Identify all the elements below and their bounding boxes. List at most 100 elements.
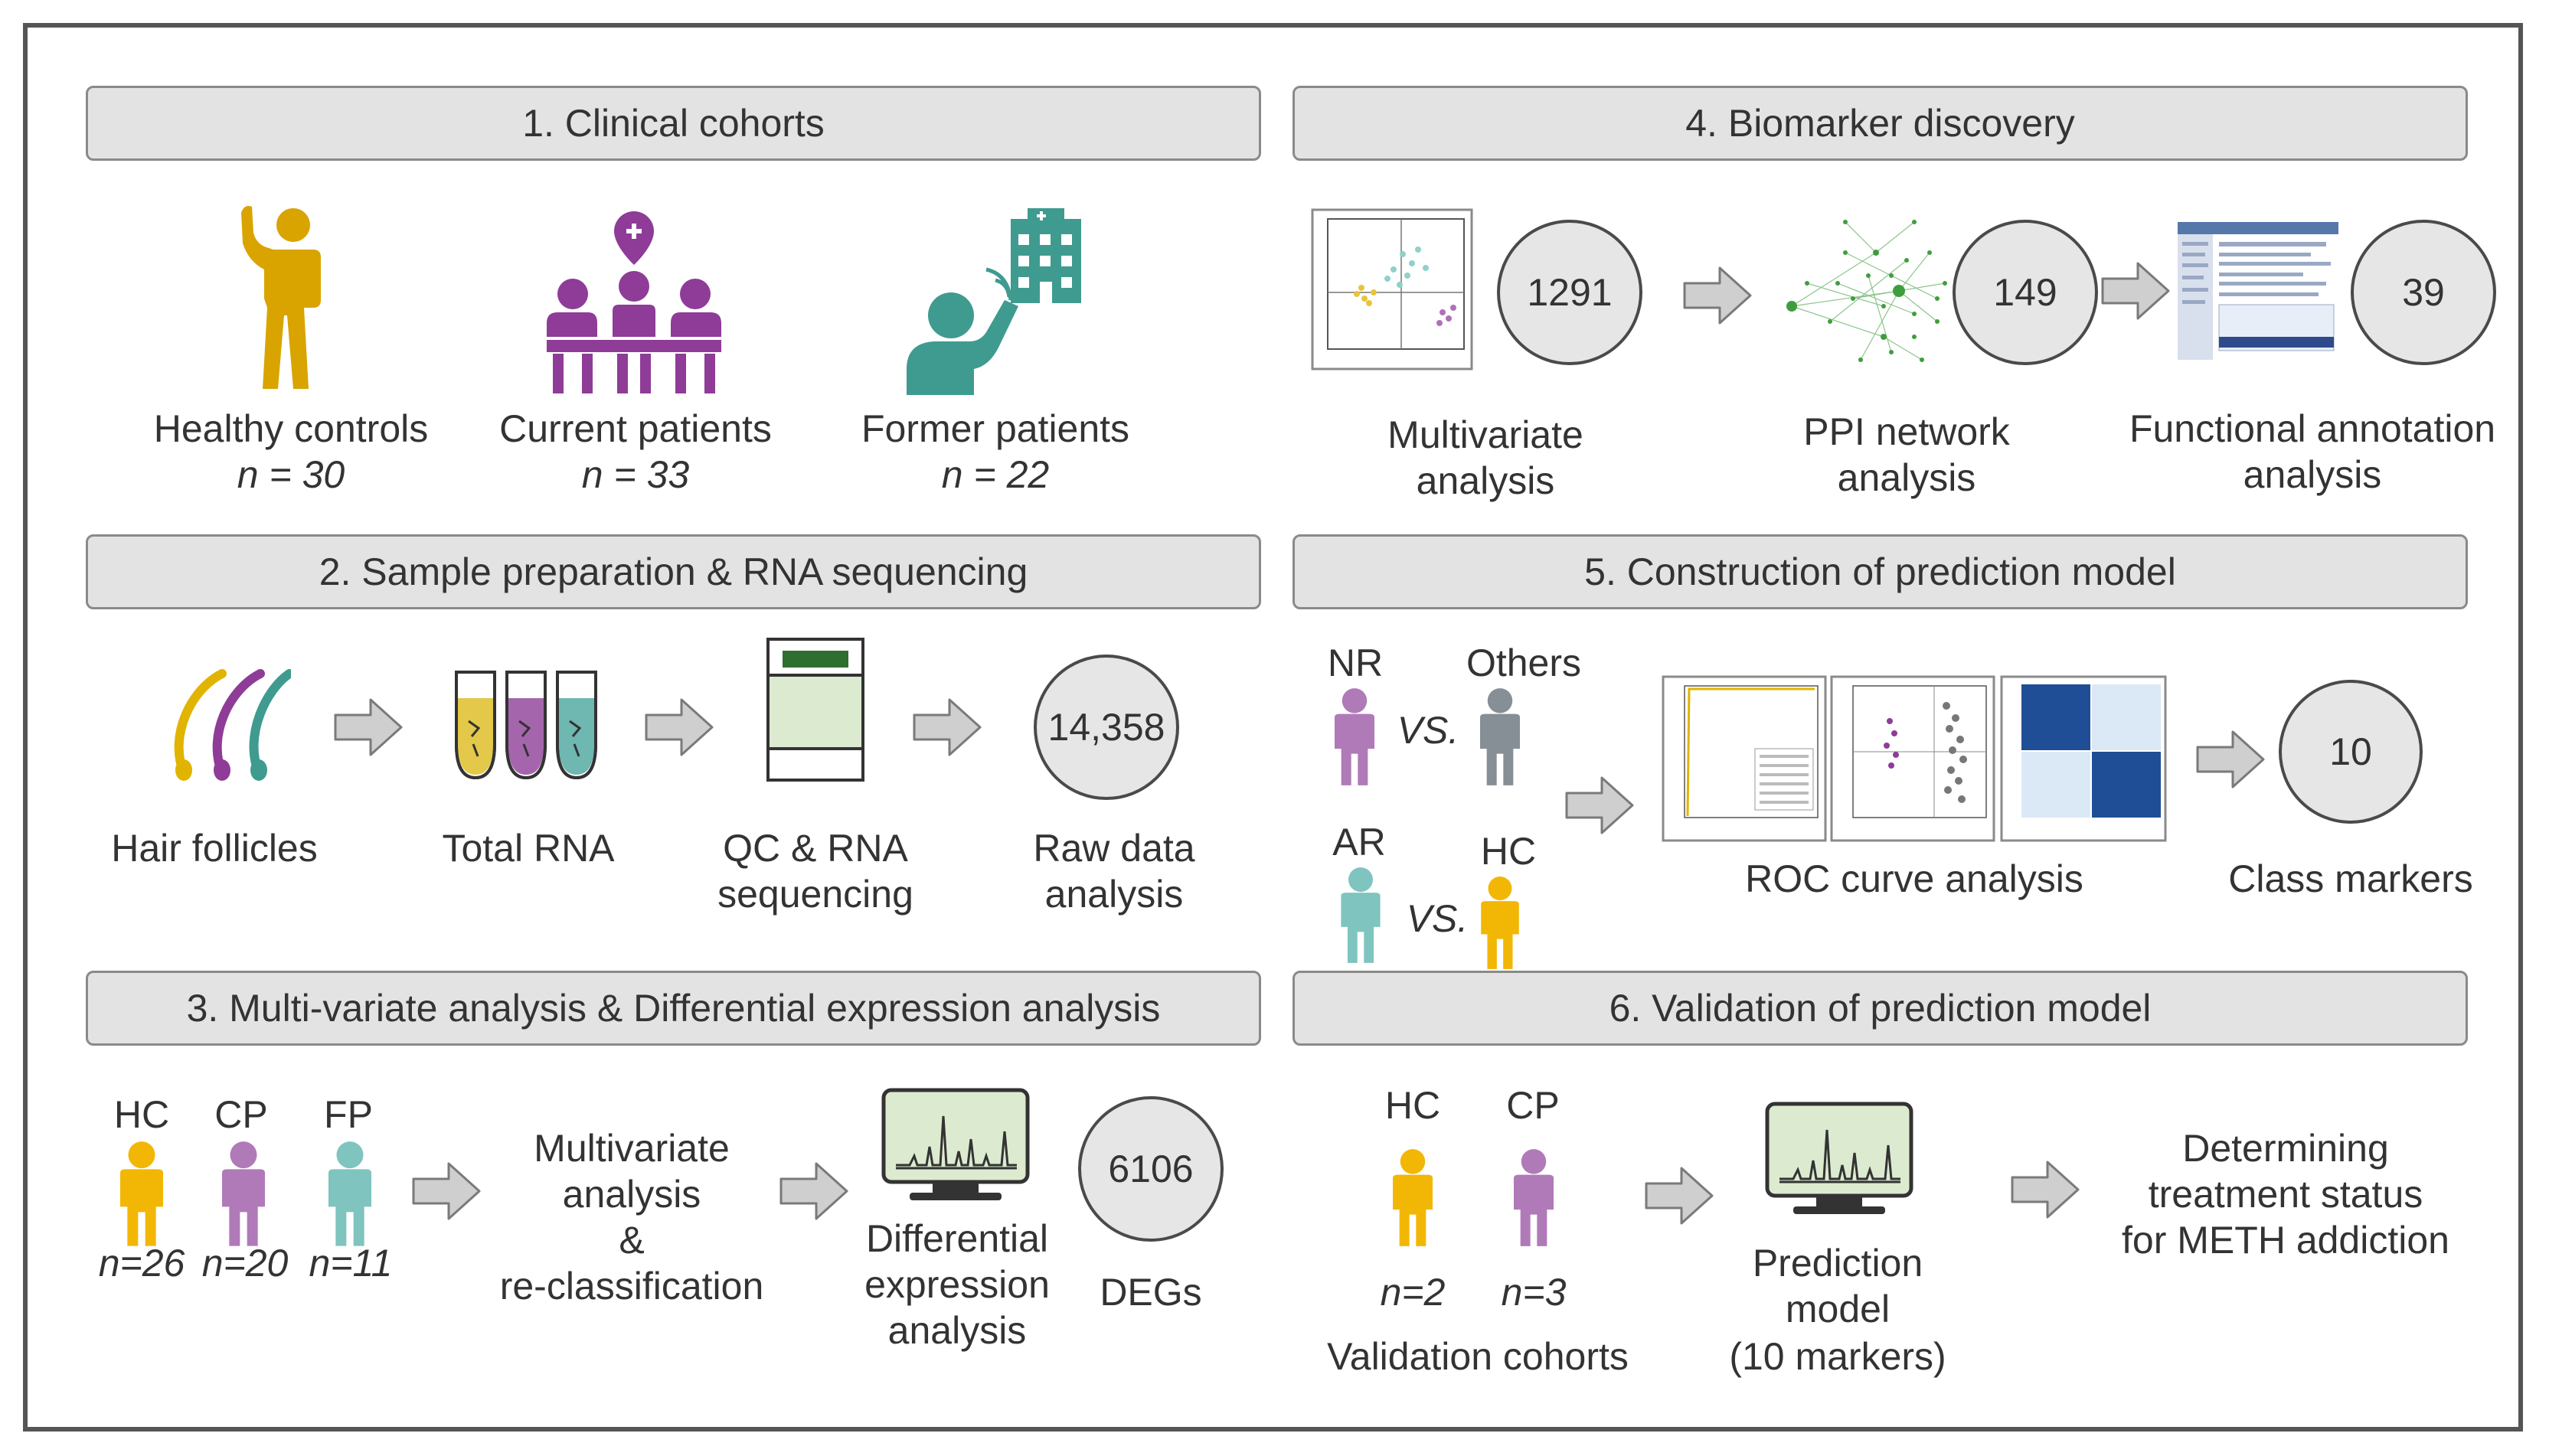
group-n-cp: n=20 [201, 1242, 289, 1285]
hc-label-s5: HC [1480, 830, 1537, 873]
hair-follicles-label: Hair follicles [111, 827, 318, 870]
count-value: 10 [2329, 730, 2372, 773]
section-header-validation: 6. Validation of prediction model [1292, 971, 2468, 1046]
section-header-differential-expression: 3. Multi-variate analysis & Differential… [86, 971, 1261, 1046]
count-value: 1291 [1527, 271, 1613, 314]
arrow-icon [913, 697, 982, 758]
roc-label: ROC curve analysis [1745, 857, 2083, 900]
mv-reclass-line3: & [619, 1219, 645, 1262]
raw-data-count-circle: 14,358 [1034, 655, 1179, 800]
vs-label: VS. [1397, 709, 1459, 752]
nr-label: NR [1327, 641, 1384, 684]
total-rna-tubes-icon [455, 671, 597, 780]
monitor-icon [879, 1085, 1032, 1208]
arrow-icon [2196, 729, 2265, 790]
arrow-icon [2011, 1159, 2080, 1220]
count-value: 14,358 [1047, 706, 1165, 749]
group-n-fp: n=11 [309, 1242, 393, 1285]
section-title: 4. Biomarker discovery [1685, 102, 2075, 145]
arrow-icon [1683, 265, 1752, 326]
others-person-icon [1473, 687, 1527, 787]
mv-reclass-line1: Multivariate [534, 1127, 730, 1170]
mv-reclass-line4: re-classification [499, 1265, 764, 1307]
deg-label: DEGs [1100, 1271, 1202, 1314]
annotation-label-line2: analysis [2243, 453, 2382, 496]
section-header-sample-preparation: 2. Sample preparation & RNA sequencing [86, 534, 1261, 609]
hc-person-icon-s5 [1473, 876, 1527, 971]
arrow-icon [645, 697, 714, 758]
prediction-model-line3: (10 markers) [1729, 1335, 1946, 1378]
ppi-network-thumbnail [1786, 220, 1947, 362]
cohort-n-former: n = 22 [941, 453, 1050, 496]
cohort-n-healthy: n = 30 [237, 453, 345, 496]
validation-cp-n: n=3 [1501, 1271, 1567, 1314]
section-header-biomarker-discovery: 4. Biomarker discovery [1292, 86, 2468, 161]
group-label-cp: CP [214, 1093, 268, 1136]
cp-person-icon [217, 1141, 270, 1248]
count-value: 6106 [1108, 1147, 1194, 1190]
annotation-webpage-thumbnail [2178, 222, 2338, 360]
group-n-hc: n=26 [98, 1242, 185, 1285]
determining-line2: treatment status [2148, 1173, 2423, 1216]
prediction-model-line2: model [1785, 1288, 1891, 1330]
section-title: 2. Sample preparation & RNA sequencing [319, 550, 1028, 593]
former-patient-icon [907, 208, 1081, 395]
determining-line1: Determining [2182, 1127, 2389, 1170]
raw-data-label-line1: Raw data [1033, 827, 1195, 870]
section-title: 1. Clinical cohorts [522, 102, 825, 145]
hair-follicles-icon [174, 669, 291, 781]
qc-label-line2: sequencing [717, 873, 913, 916]
arrow-icon [412, 1161, 481, 1222]
qc-label-line1: QC & RNA [723, 827, 908, 870]
arrow-icon [2101, 260, 2170, 322]
class-markers-label: Class markers [2228, 857, 2473, 900]
section-title: 3. Multi-variate analysis & Differential… [186, 987, 1161, 1030]
validation-hc-n: n=2 [1380, 1271, 1446, 1314]
figure-frame [23, 23, 2523, 1432]
de-label-line2: expression [864, 1263, 1050, 1306]
ppi-label-line2: analysis [1837, 456, 1976, 499]
section-header-prediction-model: 5. Construction of prediction model [1292, 534, 2468, 609]
hc-person-icon [115, 1141, 168, 1248]
determining-line3: for METH addiction [2122, 1219, 2449, 1262]
multivariate-label-line1: Multivariate [1387, 413, 1583, 456]
validation-cp-person-icon [1507, 1148, 1560, 1248]
ar-person-icon [1334, 867, 1387, 965]
cohort-label-current: Current patients [499, 407, 772, 450]
arrow-icon [334, 697, 403, 758]
annotation-count-circle: 39 [2351, 220, 2496, 365]
count-value: 149 [1993, 271, 2057, 314]
validation-hc-person-icon [1386, 1148, 1440, 1248]
others-label: Others [1466, 641, 1582, 684]
deg-count-circle: 6106 [1078, 1096, 1224, 1242]
de-label-line1: Differential [865, 1217, 1049, 1260]
vs-label-2: VS. [1406, 897, 1469, 940]
multivariate-count-circle: 1291 [1497, 220, 1642, 365]
cohort-label-former: Former patients [861, 407, 1130, 450]
pca-plot-thumbnail [1311, 208, 1473, 371]
section-title: 5. Construction of prediction model [1584, 550, 2176, 593]
section-title: 6. Validation of prediction model [1609, 987, 2152, 1030]
prediction-monitor-icon [1763, 1099, 1916, 1222]
section-header-clinical-cohorts: 1. Clinical cohorts [86, 86, 1261, 161]
healthy-person-icon [241, 206, 321, 389]
sequencer-icon [766, 638, 864, 782]
arrow-icon [779, 1161, 848, 1222]
annotation-label-line1: Functional annotation [2129, 407, 2496, 450]
de-label-line3: analysis [887, 1309, 1027, 1352]
roc-analysis-thumbnail [1662, 675, 2167, 842]
fp-person-icon [323, 1141, 377, 1248]
count-value: 39 [2402, 271, 2445, 314]
raw-data-label-line2: analysis [1044, 873, 1184, 916]
group-label-fp: FP [324, 1093, 373, 1136]
cohort-label-healthy: Healthy controls [153, 407, 429, 450]
multivariate-label-line2: analysis [1416, 459, 1555, 502]
mv-reclass-line2: analysis [562, 1173, 701, 1216]
arrow-icon [1645, 1165, 1714, 1226]
validation-hc-label: HC [1384, 1084, 1441, 1127]
prediction-model-line1: Prediction [1752, 1242, 1923, 1285]
ar-label: AR [1332, 821, 1386, 863]
ppi-label-line1: PPI network [1803, 410, 2010, 453]
current-patients-icon [547, 211, 721, 393]
total-rna-label: Total RNA [442, 827, 615, 870]
